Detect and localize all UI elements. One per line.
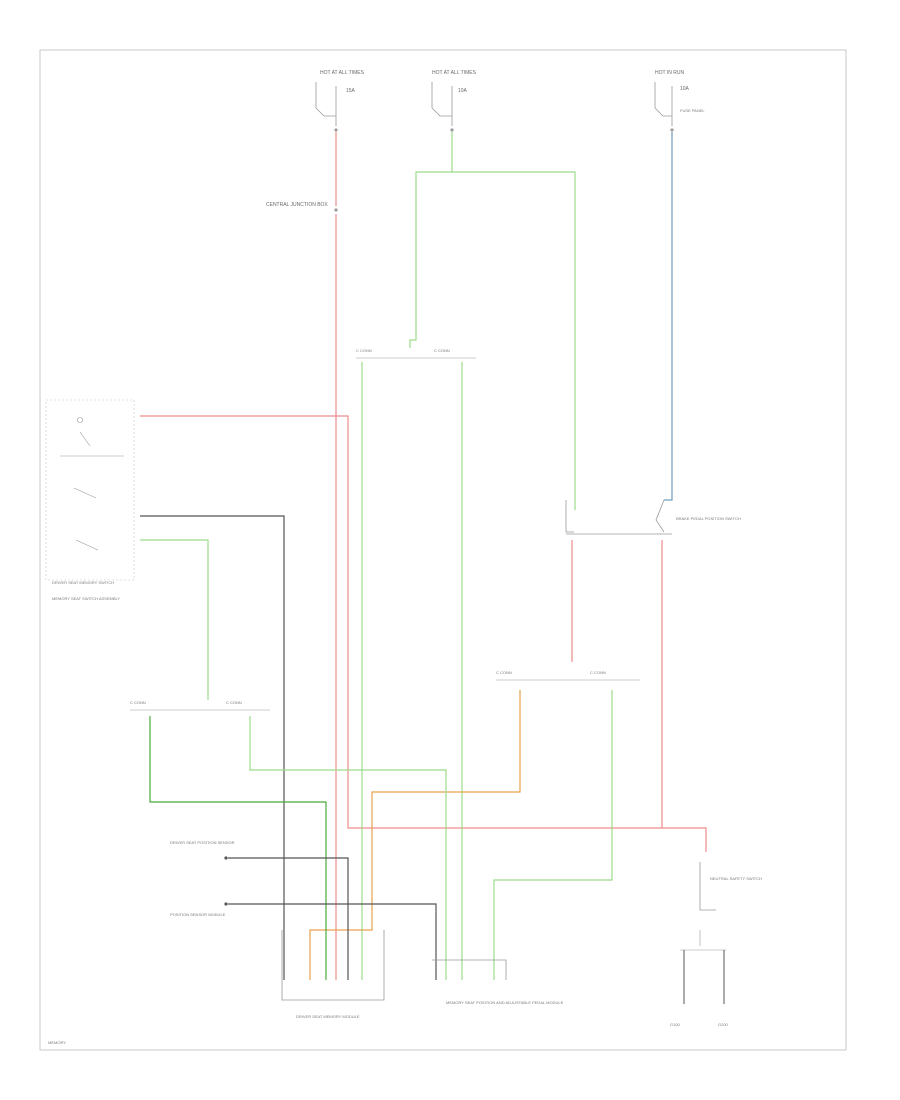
conn-top-left: C CONN bbox=[356, 348, 372, 353]
diagram-frame bbox=[39, 49, 847, 1051]
left-module-label: DRIVER SEAT MEMORY MODULE bbox=[296, 1014, 360, 1019]
conn-top-right: C CONN bbox=[434, 348, 450, 353]
conn-mid-right: C CONN bbox=[590, 670, 606, 675]
conn-lower-right: C CONN bbox=[226, 700, 242, 705]
fuse-symbol-left-icon bbox=[315, 82, 336, 117]
wire-green-top bbox=[409, 132, 453, 348]
center-module-label: MEMORY SEAT POSITION AND ADJUSTABLE PEDA… bbox=[446, 1000, 564, 1005]
center-module: MEMORY SEAT POSITION AND ADJUSTABLE PEDA… bbox=[432, 959, 564, 1005]
ground-left: G100 bbox=[670, 1022, 681, 1027]
brake-switch-icon bbox=[565, 499, 665, 533]
relay-label: NEUTRAL SAFETY SWITCH bbox=[710, 876, 762, 881]
connector-mid: C CONN C CONN bbox=[496, 670, 640, 681]
fuse-symbol-mid-icon bbox=[431, 82, 452, 117]
page-id: MEMORY bbox=[48, 1040, 66, 1045]
wire-black-switch bbox=[140, 515, 285, 980]
junction-block-label: CENTRAL JUNCTION BOX bbox=[266, 202, 328, 208]
fuse-mid: HOT AT ALL TIMES 10A bbox=[431, 70, 477, 132]
connector-top: C CONN C CONN bbox=[356, 348, 476, 359]
fuse-right-title: HOT IN RUN bbox=[655, 70, 684, 76]
fuse-right-rating: 10A bbox=[680, 86, 690, 92]
fuse-symbol-right-icon bbox=[654, 82, 672, 117]
connector-lower: C CONN C CONN bbox=[130, 700, 270, 711]
conn-lower-left: C CONN bbox=[130, 700, 146, 705]
fuse-right-desc: FUSE PANEL bbox=[680, 108, 705, 113]
memory-switch: DRIVER SEAT MEMORY SWITCH MEMORY SEAT SW… bbox=[45, 399, 135, 601]
switch-name: DRIVER SEAT MEMORY SWITCH bbox=[52, 580, 114, 585]
wire-dkgreen bbox=[149, 716, 327, 980]
wire-red-switch bbox=[140, 415, 707, 852]
fuse-left-title: HOT AT ALL TIMES bbox=[320, 70, 365, 76]
wire-green-c bbox=[493, 690, 613, 980]
fuse-mid-title: HOT AT ALL TIMES bbox=[432, 70, 477, 76]
sensor-pins: DRIVER SEAT POSITION SENSOR POSITION SEN… bbox=[170, 840, 437, 980]
switch-desc: MEMORY SEAT SWITCH ASSEMBLY bbox=[52, 596, 120, 601]
wire-orange bbox=[309, 690, 521, 980]
brake-switch-label: BRAKE PEDAL POSITION SWITCH bbox=[676, 516, 741, 521]
fuse-right: HOT IN RUN 10A FUSE PANEL bbox=[654, 70, 705, 132]
fuse-left-rating: 15A bbox=[346, 88, 356, 94]
relay: NEUTRAL SAFETY SWITCH G100 G200 bbox=[670, 862, 762, 1027]
ground-right: G200 bbox=[718, 1022, 729, 1027]
conn-mid-left: C CONN bbox=[496, 670, 512, 675]
switch-symbol-icon bbox=[45, 399, 135, 581]
left-module: DRIVER SEAT MEMORY MODULE bbox=[281, 930, 385, 1019]
left-pins-label-2: POSITION SENSOR MODULE bbox=[170, 912, 226, 917]
left-pins-label: DRIVER SEAT POSITION SENSOR bbox=[170, 840, 235, 845]
fuse-left: HOT AT ALL TIMES 15A bbox=[315, 70, 365, 132]
wire-blue bbox=[664, 132, 673, 501]
fuse-mid-rating: 10A bbox=[458, 88, 468, 94]
wire-green-d bbox=[249, 716, 447, 980]
wire-green-switch bbox=[140, 539, 209, 700]
